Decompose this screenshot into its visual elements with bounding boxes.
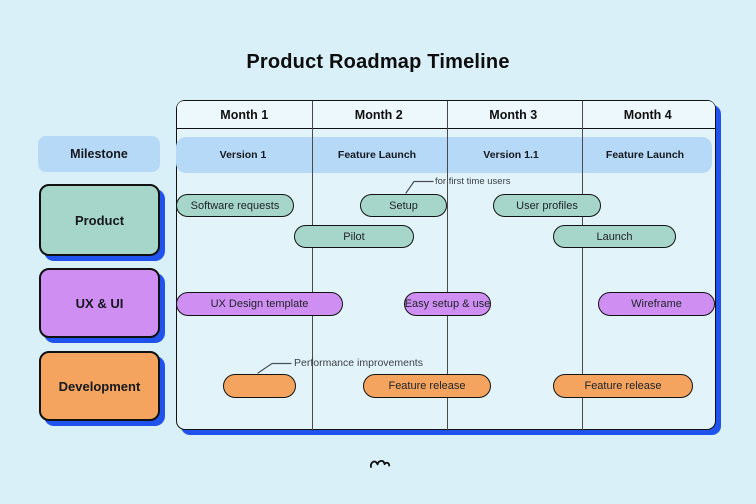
milestone-cell-1: Version 1 bbox=[219, 149, 267, 161]
setup-annotation: for first time users bbox=[435, 176, 511, 187]
month-header-2: Month 2 bbox=[354, 107, 403, 122]
month-header-4: Month 4 bbox=[623, 107, 672, 122]
sidebar-box-product[interactable]: Product bbox=[39, 184, 160, 256]
month-header-1: Month 1 bbox=[220, 107, 269, 122]
pill-feature-release-2[interactable]: Feature release bbox=[553, 374, 693, 398]
month-header-3: Month 3 bbox=[489, 107, 538, 122]
pill-performance-improvements[interactable] bbox=[223, 374, 296, 398]
roadmap-table[interactable]: Month 1 Month 2 Month 3 Month 4 Version … bbox=[176, 100, 716, 431]
milestone-cell-2: Feature Launch bbox=[337, 149, 417, 161]
pill-user-profiles[interactable]: User profiles bbox=[493, 194, 601, 217]
miro-logo-icon bbox=[370, 460, 391, 468]
milestone-cell-3: Version 1.1 bbox=[483, 149, 539, 161]
grid-line-month-3-4 bbox=[582, 101, 583, 431]
pill-ux-design-template[interactable]: UX Design template bbox=[176, 292, 343, 316]
sidebar-label-milestone: Milestone bbox=[38, 136, 160, 172]
pill-easy-setup-use[interactable]: Easy setup & use bbox=[404, 292, 491, 316]
milestone-cell-4: Feature Launch bbox=[605, 149, 685, 161]
pill-launch[interactable]: Launch bbox=[553, 225, 676, 248]
page-title: Product Roadmap Timeline bbox=[246, 51, 510, 73]
grid-line-month-1-2 bbox=[312, 101, 313, 431]
pill-setup[interactable]: Setup bbox=[360, 194, 447, 217]
pill-pilot[interactable]: Pilot bbox=[294, 225, 414, 248]
pill-software-requests[interactable]: Software requests bbox=[176, 194, 294, 217]
sidebar-box-ux-ui[interactable]: UX & UI bbox=[39, 268, 160, 338]
development-annotation: Performance improvements bbox=[294, 357, 423, 369]
month-header-row: Month 1 Month 2 Month 3 Month 4 bbox=[177, 101, 715, 129]
sidebar-box-development[interactable]: Development bbox=[39, 351, 160, 421]
pill-wireframe[interactable]: Wireframe bbox=[598, 292, 715, 316]
pill-feature-release-1[interactable]: Feature release bbox=[363, 374, 491, 398]
grid-line-month-2-3 bbox=[447, 101, 448, 431]
milestone-row[interactable]: Version 1 Feature Launch Version 1.1 Fea… bbox=[176, 137, 712, 173]
